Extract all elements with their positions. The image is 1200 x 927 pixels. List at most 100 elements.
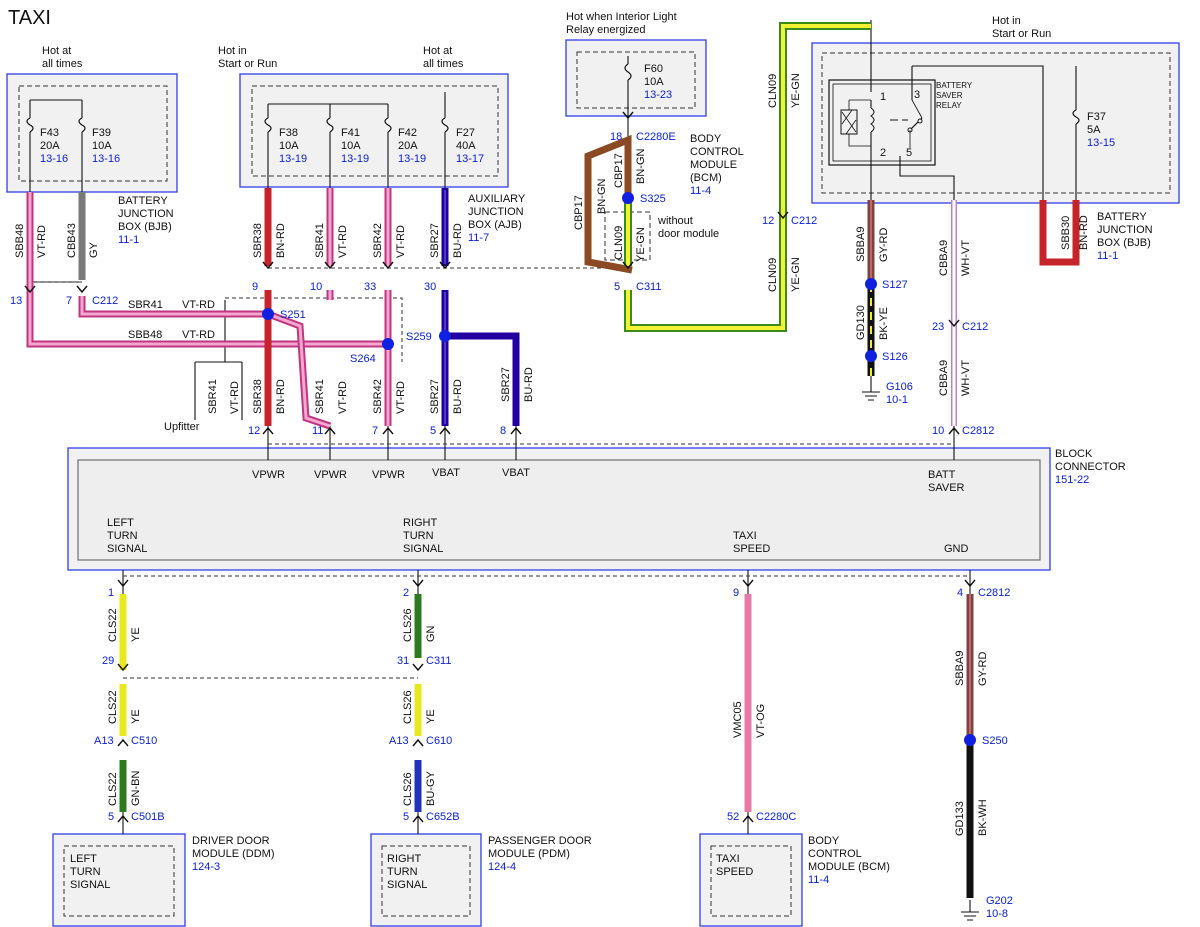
svg-text:CBBA9: CBBA9 <box>938 360 950 396</box>
svg-text:G202: G202 <box>986 895 1013 907</box>
splice-s127 <box>865 278 877 290</box>
svg-text:F38: F38 <box>279 127 298 139</box>
svg-text:SBBA9: SBBA9 <box>954 651 966 686</box>
svg-text:MODULE (BCM): MODULE (BCM) <box>808 861 890 873</box>
svg-text:10A: 10A <box>644 76 664 88</box>
svg-text:DRIVER DOOR: DRIVER DOOR <box>192 835 270 847</box>
svg-text:40A: 40A <box>456 140 476 152</box>
svg-text:GN: GN <box>425 625 437 642</box>
svg-text:12: 12 <box>762 215 774 227</box>
splice-s251 <box>262 308 274 320</box>
svg-text:9: 9 <box>733 587 739 599</box>
svg-text:GY-RD: GY-RD <box>977 652 989 686</box>
svg-text:CLS26: CLS26 <box>402 772 414 806</box>
svg-text:BN-GN: BN-GN <box>635 149 647 185</box>
svg-text:CLN09: CLN09 <box>767 74 779 108</box>
svg-text:BN-RD: BN-RD <box>275 223 287 258</box>
battery-saver-relay: BATTERY SAVER RELAY 1 3 2 5 <box>828 79 973 166</box>
svg-text:31: 31 <box>397 655 409 667</box>
svg-text:WH-VT: WH-VT <box>960 360 972 396</box>
svg-text:VT-OG: VT-OG <box>755 704 767 738</box>
svg-text:C2280E: C2280E <box>636 131 676 143</box>
svg-text:11-7: 11-7 <box>468 232 489 244</box>
svg-text:1: 1 <box>880 91 886 103</box>
svg-text:C2812: C2812 <box>962 425 994 437</box>
svg-text:AUXILIARY: AUXILIARY <box>468 193 526 205</box>
svg-text:5: 5 <box>403 811 409 823</box>
svg-text:VBAT: VBAT <box>502 467 530 479</box>
pdm-box <box>370 833 482 927</box>
svg-text:VT-RD: VT-RD <box>395 381 407 414</box>
svg-text:10: 10 <box>310 281 322 293</box>
svg-text:CONTROL: CONTROL <box>808 848 862 860</box>
svg-text:SBR41: SBR41 <box>314 379 326 414</box>
wire-labels: SBB48 VT-RD CBB43 GY SBR38 BN-RD SBR41 V… <box>14 73 1090 836</box>
svg-text:5: 5 <box>906 147 912 159</box>
svg-text:124-3: 124-3 <box>192 861 220 873</box>
svg-text:13-19: 13-19 <box>398 153 426 165</box>
svg-text:30: 30 <box>424 281 436 293</box>
svg-text:A13: A13 <box>389 735 409 747</box>
svg-text:VT-RD: VT-RD <box>182 329 215 341</box>
svg-text:S126: S126 <box>882 351 908 363</box>
svg-text:VPWR: VPWR <box>314 469 347 481</box>
svg-text:10A: 10A <box>92 140 112 152</box>
svg-text:MODULE: MODULE <box>690 159 737 171</box>
svg-text:4: 4 <box>957 587 963 599</box>
svg-text:13-23: 13-23 <box>644 89 672 101</box>
svg-text:Hot at: Hot at <box>423 45 452 57</box>
svg-text:C510: C510 <box>131 735 157 747</box>
ajb-box <box>239 73 509 188</box>
splice-s126 <box>865 350 877 362</box>
svg-text:11: 11 <box>312 425 323 437</box>
svg-text:SPEED: SPEED <box>716 866 753 878</box>
svg-text:BATTERY: BATTERY <box>118 195 168 207</box>
svg-text:S325: S325 <box>640 193 666 205</box>
bjb-left-box <box>6 73 178 193</box>
svg-text:YE-GN: YE-GN <box>635 227 647 262</box>
svg-text:BODY: BODY <box>690 133 722 145</box>
svg-text:C311: C311 <box>636 281 661 293</box>
svg-text:F37: F37 <box>1087 111 1106 123</box>
svg-text:CLN09: CLN09 <box>767 258 779 292</box>
svg-text:GY: GY <box>88 241 100 258</box>
splice-labels: S251 S264 S259 S325 S127 S126 S250 <box>280 193 1008 747</box>
svg-text:20A: 20A <box>398 140 418 152</box>
svg-text:VT-RD: VT-RD <box>337 225 349 258</box>
svg-text:CLS22: CLS22 <box>107 772 119 806</box>
svg-text:CBB43: CBB43 <box>66 223 78 258</box>
svg-text:C2280C: C2280C <box>756 811 796 823</box>
svg-text:CLN09: CLN09 <box>613 226 625 260</box>
svg-text:VT-RD: VT-RD <box>337 381 349 414</box>
svg-text:RIGHT: RIGHT <box>403 517 438 529</box>
svg-text:CBP17: CBP17 <box>573 195 585 230</box>
svg-text:11-1: 11-1 <box>118 234 139 246</box>
splice-s325 <box>622 192 634 204</box>
svg-text:S127: S127 <box>882 279 908 291</box>
svg-text:SAVER: SAVER <box>928 482 965 494</box>
svg-text:WH-VT: WH-VT <box>960 240 972 276</box>
svg-text:VT-RD: VT-RD <box>36 225 48 258</box>
svg-text:F39: F39 <box>92 127 111 139</box>
svg-text:11-4: 11-4 <box>690 185 711 197</box>
svg-text:GD133: GD133 <box>954 801 966 836</box>
svg-text:BN-GN: BN-GN <box>596 179 608 215</box>
svg-text:SBB48: SBB48 <box>14 224 26 258</box>
svg-text:MODULE (PDM): MODULE (PDM) <box>488 848 570 860</box>
svg-text:F27: F27 <box>456 127 475 139</box>
svg-text:5: 5 <box>614 281 620 293</box>
ddm-box <box>52 833 186 927</box>
svg-text:RELAY: RELAY <box>936 101 962 110</box>
svg-text:SBB30: SBB30 <box>1060 216 1072 250</box>
svg-text:SBR27: SBR27 <box>429 379 441 414</box>
svg-text:2: 2 <box>880 147 886 159</box>
svg-text:TURN: TURN <box>403 530 434 542</box>
svg-text:13: 13 <box>10 295 22 307</box>
svg-text:CLS26: CLS26 <box>402 608 414 642</box>
svg-text:Start or Run: Start or Run <box>218 58 277 70</box>
svg-text:SIGNAL: SIGNAL <box>107 543 147 555</box>
svg-text:33: 33 <box>364 281 376 293</box>
svg-text:10A: 10A <box>279 140 299 152</box>
svg-text:SPEED: SPEED <box>733 543 770 555</box>
